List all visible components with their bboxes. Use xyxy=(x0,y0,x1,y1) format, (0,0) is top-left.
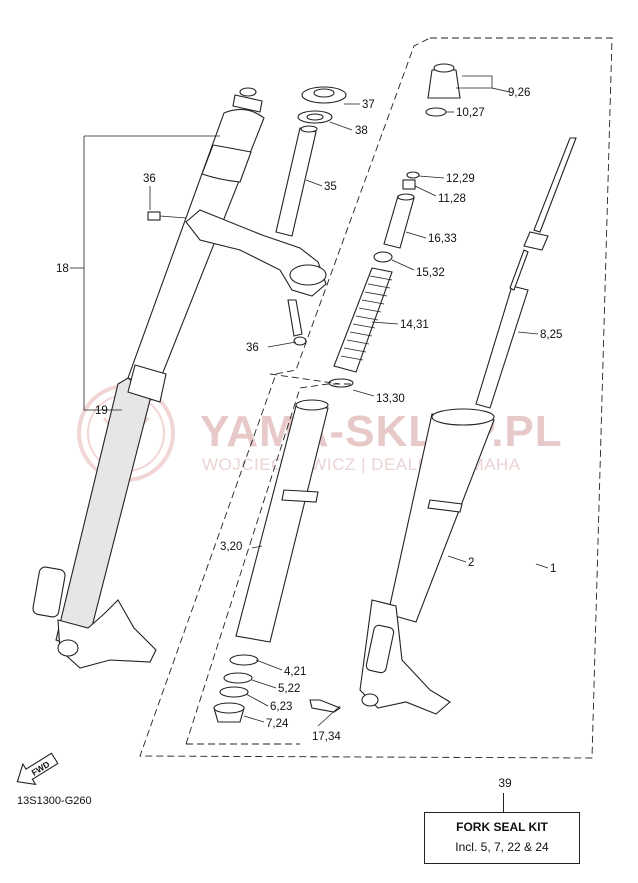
washer xyxy=(406,171,420,179)
fork-internals xyxy=(213,63,577,723)
callout-4-21: 4,21 xyxy=(284,666,306,678)
callout-12-29: 12,29 xyxy=(446,173,475,185)
callout-7-24: 7,24 xyxy=(266,718,289,730)
fork-seal-kit-leader xyxy=(503,793,504,812)
outer-tube xyxy=(55,377,163,651)
leader-lines xyxy=(70,75,549,727)
fork-spring-coils xyxy=(340,275,393,361)
stopper-ring xyxy=(223,672,253,684)
bottom-bolt xyxy=(309,699,342,713)
callout-11-28: 11,28 xyxy=(438,193,466,205)
inner-assembly-outline xyxy=(139,37,613,759)
damper-rod xyxy=(533,137,577,233)
steering-stem xyxy=(275,125,318,237)
callout-2: 2 xyxy=(468,557,474,569)
watermark-title: YAMA-SKLEP.PL xyxy=(200,407,563,456)
bearing-37 xyxy=(301,86,347,104)
spacer-pipe xyxy=(383,195,415,249)
callout-35: 35 xyxy=(324,181,337,193)
assembled-fork-leg xyxy=(32,87,327,669)
cap-bolt xyxy=(427,69,461,99)
bearing-race-38 xyxy=(297,110,333,124)
damper-cylinder xyxy=(475,285,529,409)
spring-washer xyxy=(328,378,354,388)
o-ring xyxy=(425,107,447,117)
bolt-36-upper xyxy=(147,211,187,221)
callout-6-23: 6,23 xyxy=(270,701,292,713)
fork-cap-bolt xyxy=(232,94,263,113)
callout-14-31: 14,31 xyxy=(400,319,429,331)
callout-3-20: 3,20 xyxy=(220,541,242,553)
fork-seal-kit-number: 39 xyxy=(498,776,512,790)
bolt-36-lower xyxy=(287,299,307,346)
callout-10-27: 10,27 xyxy=(456,107,485,119)
axle-bracket xyxy=(57,599,157,669)
callout-9-26: 9,26 xyxy=(508,87,530,99)
dust-seal xyxy=(229,654,259,666)
callout-5-22: 5,22 xyxy=(278,683,300,695)
fork-seal-kit-description: Incl. 5, 7, 22 & 24 xyxy=(455,840,549,854)
lock-nut xyxy=(402,179,416,190)
fwd-arrow: FWD xyxy=(16,752,59,786)
diagram-code: 13S1300-G260 xyxy=(17,795,92,807)
damper-adjuster xyxy=(32,566,66,618)
oil-seal xyxy=(219,686,249,698)
dust-seal-ring xyxy=(127,364,167,403)
inner-tube-group-outline xyxy=(185,373,352,745)
callout-labels: 37 38 35 36 36 9,26 10,27 12,29 11,28 16… xyxy=(56,87,562,743)
callout-36-upper: 36 xyxy=(143,173,156,185)
callout-15-32: 15,32 xyxy=(416,267,445,279)
callout-1: 1 xyxy=(550,563,556,575)
inner-tube-band xyxy=(201,144,252,183)
callout-19: 19 xyxy=(95,405,108,417)
fork-seal-kit-title: FORK SEAL KIT xyxy=(456,820,548,834)
spring-seat xyxy=(373,251,393,263)
callout-36-lower: 36 xyxy=(246,342,259,354)
callout-16-33: 16,33 xyxy=(428,233,457,245)
damper-adjuster-right xyxy=(365,624,395,674)
fork-seal-kit-box: FORK SEAL KIT Incl. 5, 7, 22 & 24 xyxy=(424,812,580,864)
callout-37: 37 xyxy=(362,99,375,111)
callout-18: 18 xyxy=(56,263,69,275)
callout-17-34: 17,34 xyxy=(312,731,341,743)
callout-38: 38 xyxy=(355,125,368,137)
callout-13-30: 13,30 xyxy=(376,393,405,405)
callout-8-25: 8,25 xyxy=(540,329,562,341)
